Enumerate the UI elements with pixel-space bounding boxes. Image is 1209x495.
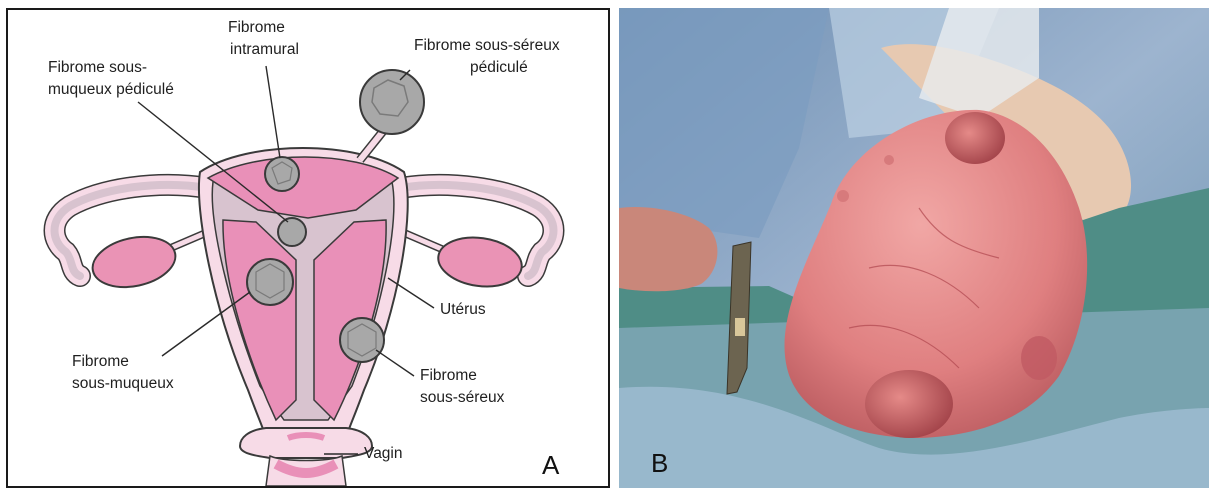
- label-submucous-line1: Fibrome: [72, 353, 129, 370]
- left-ovary: [88, 230, 180, 294]
- label-vagina: Vagin: [364, 445, 403, 462]
- fibroid-subserous: [340, 318, 384, 362]
- fibroid-nodule-top: [945, 112, 1005, 164]
- label-subserous-pedunculated-line2: pédiculé: [470, 59, 528, 76]
- label-submucous-pedunculated-line2: muqueux pédiculé: [48, 81, 174, 98]
- small-nodule: [837, 190, 849, 202]
- label-uterus: Utérus: [440, 301, 486, 318]
- fibroid-intramural: [265, 157, 299, 191]
- label-intramural-line1: Fibrome: [228, 19, 285, 36]
- fibroid-nodule-bottom: [865, 370, 953, 438]
- panel-letter-b: B: [651, 448, 668, 478]
- fibroid-nodule-side: [1021, 336, 1057, 380]
- label-subserous-pedunculated-line1: Fibrome sous-séreux: [414, 37, 560, 54]
- fibroid-submucous: [247, 259, 293, 305]
- label-submucous-line2: sous-muqueux: [72, 375, 174, 392]
- uterus-diagram: Fibrome sous- muqueux pédiculé Fibrome i…: [8, 10, 608, 486]
- label-subserous-line1: Fibrome: [420, 367, 477, 384]
- fibroid-subserous-pedunculated: [360, 70, 424, 134]
- label-submucous-pedunculated-line1: Fibrome sous-: [48, 59, 147, 76]
- right-ovary: [435, 232, 525, 291]
- small-nodule-2: [884, 155, 894, 165]
- panel-letter-a: A: [542, 450, 560, 480]
- panel-a-diagram: Fibrome sous- muqueux pédiculé Fibrome i…: [6, 8, 610, 488]
- label-intramural-line2: intramural: [230, 41, 299, 58]
- fibroid-submucous-pedunculated: [278, 218, 306, 246]
- panel-b-photo: B: [619, 8, 1209, 488]
- label-subserous-line2: sous-séreux: [420, 389, 505, 406]
- surgical-photo: B: [619, 8, 1209, 488]
